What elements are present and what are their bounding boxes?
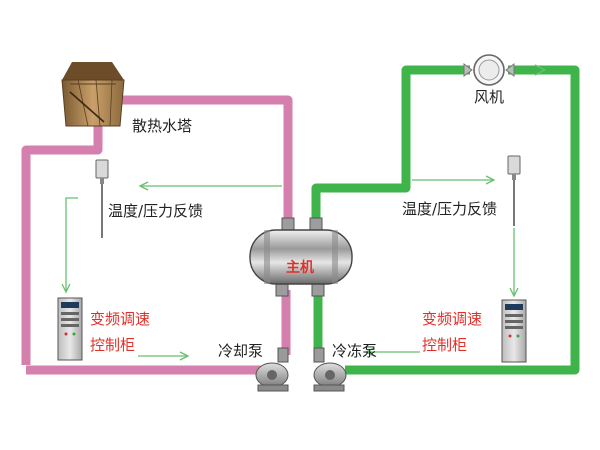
arrow-right-in <box>364 347 375 357</box>
fan-icon <box>463 54 515 86</box>
sensor-probe-icon <box>507 155 521 226</box>
pink-pipe-return <box>21 125 103 365</box>
green-pipe-fan-left <box>311 65 470 228</box>
arrow-right-down <box>509 287 519 298</box>
vfd-right-line1: 变频调速 <box>422 310 482 328</box>
chilled-pump-label: 冷冻泵 <box>332 342 377 360</box>
sensor-probe-icon <box>95 159 109 238</box>
chiller-tank-icon <box>249 217 353 297</box>
cooling-pump-label: 冷却泵 <box>218 342 263 360</box>
arrow-left-feedback <box>138 181 149 191</box>
chilled-water-loop <box>311 65 580 375</box>
pump-icon <box>255 347 289 392</box>
fan-label: 风机 <box>474 88 504 106</box>
vfd-left-line2: 控制柜 <box>90 336 135 354</box>
pump-icon <box>313 347 347 392</box>
pink-pipe-supply <box>118 95 293 228</box>
signal-lines <box>61 64 547 361</box>
vfd-left-line1: 变频调速 <box>90 310 150 328</box>
arrow-left-down <box>61 283 71 294</box>
main-unit-label: 主机 <box>286 259 314 276</box>
cooling-tower-label: 散热水塔 <box>132 117 192 135</box>
cooling-tower-icon <box>61 62 125 127</box>
control-cabinet-icon <box>57 297 83 361</box>
cooling-water-loop <box>21 95 293 375</box>
flow-arrow-top <box>534 64 547 76</box>
arrow-right-feedback <box>485 175 496 185</box>
sensor-left-label: 温度/压力反馈 <box>108 202 203 220</box>
signal-left-down <box>65 197 78 292</box>
vfd-right-line2: 控制柜 <box>422 336 467 354</box>
sensor-right-label: 温度/压力反馈 <box>402 200 497 218</box>
green-pipe-fan-right <box>345 65 580 375</box>
arrow-left-out <box>179 351 190 361</box>
control-cabinet-icon <box>501 299 527 363</box>
